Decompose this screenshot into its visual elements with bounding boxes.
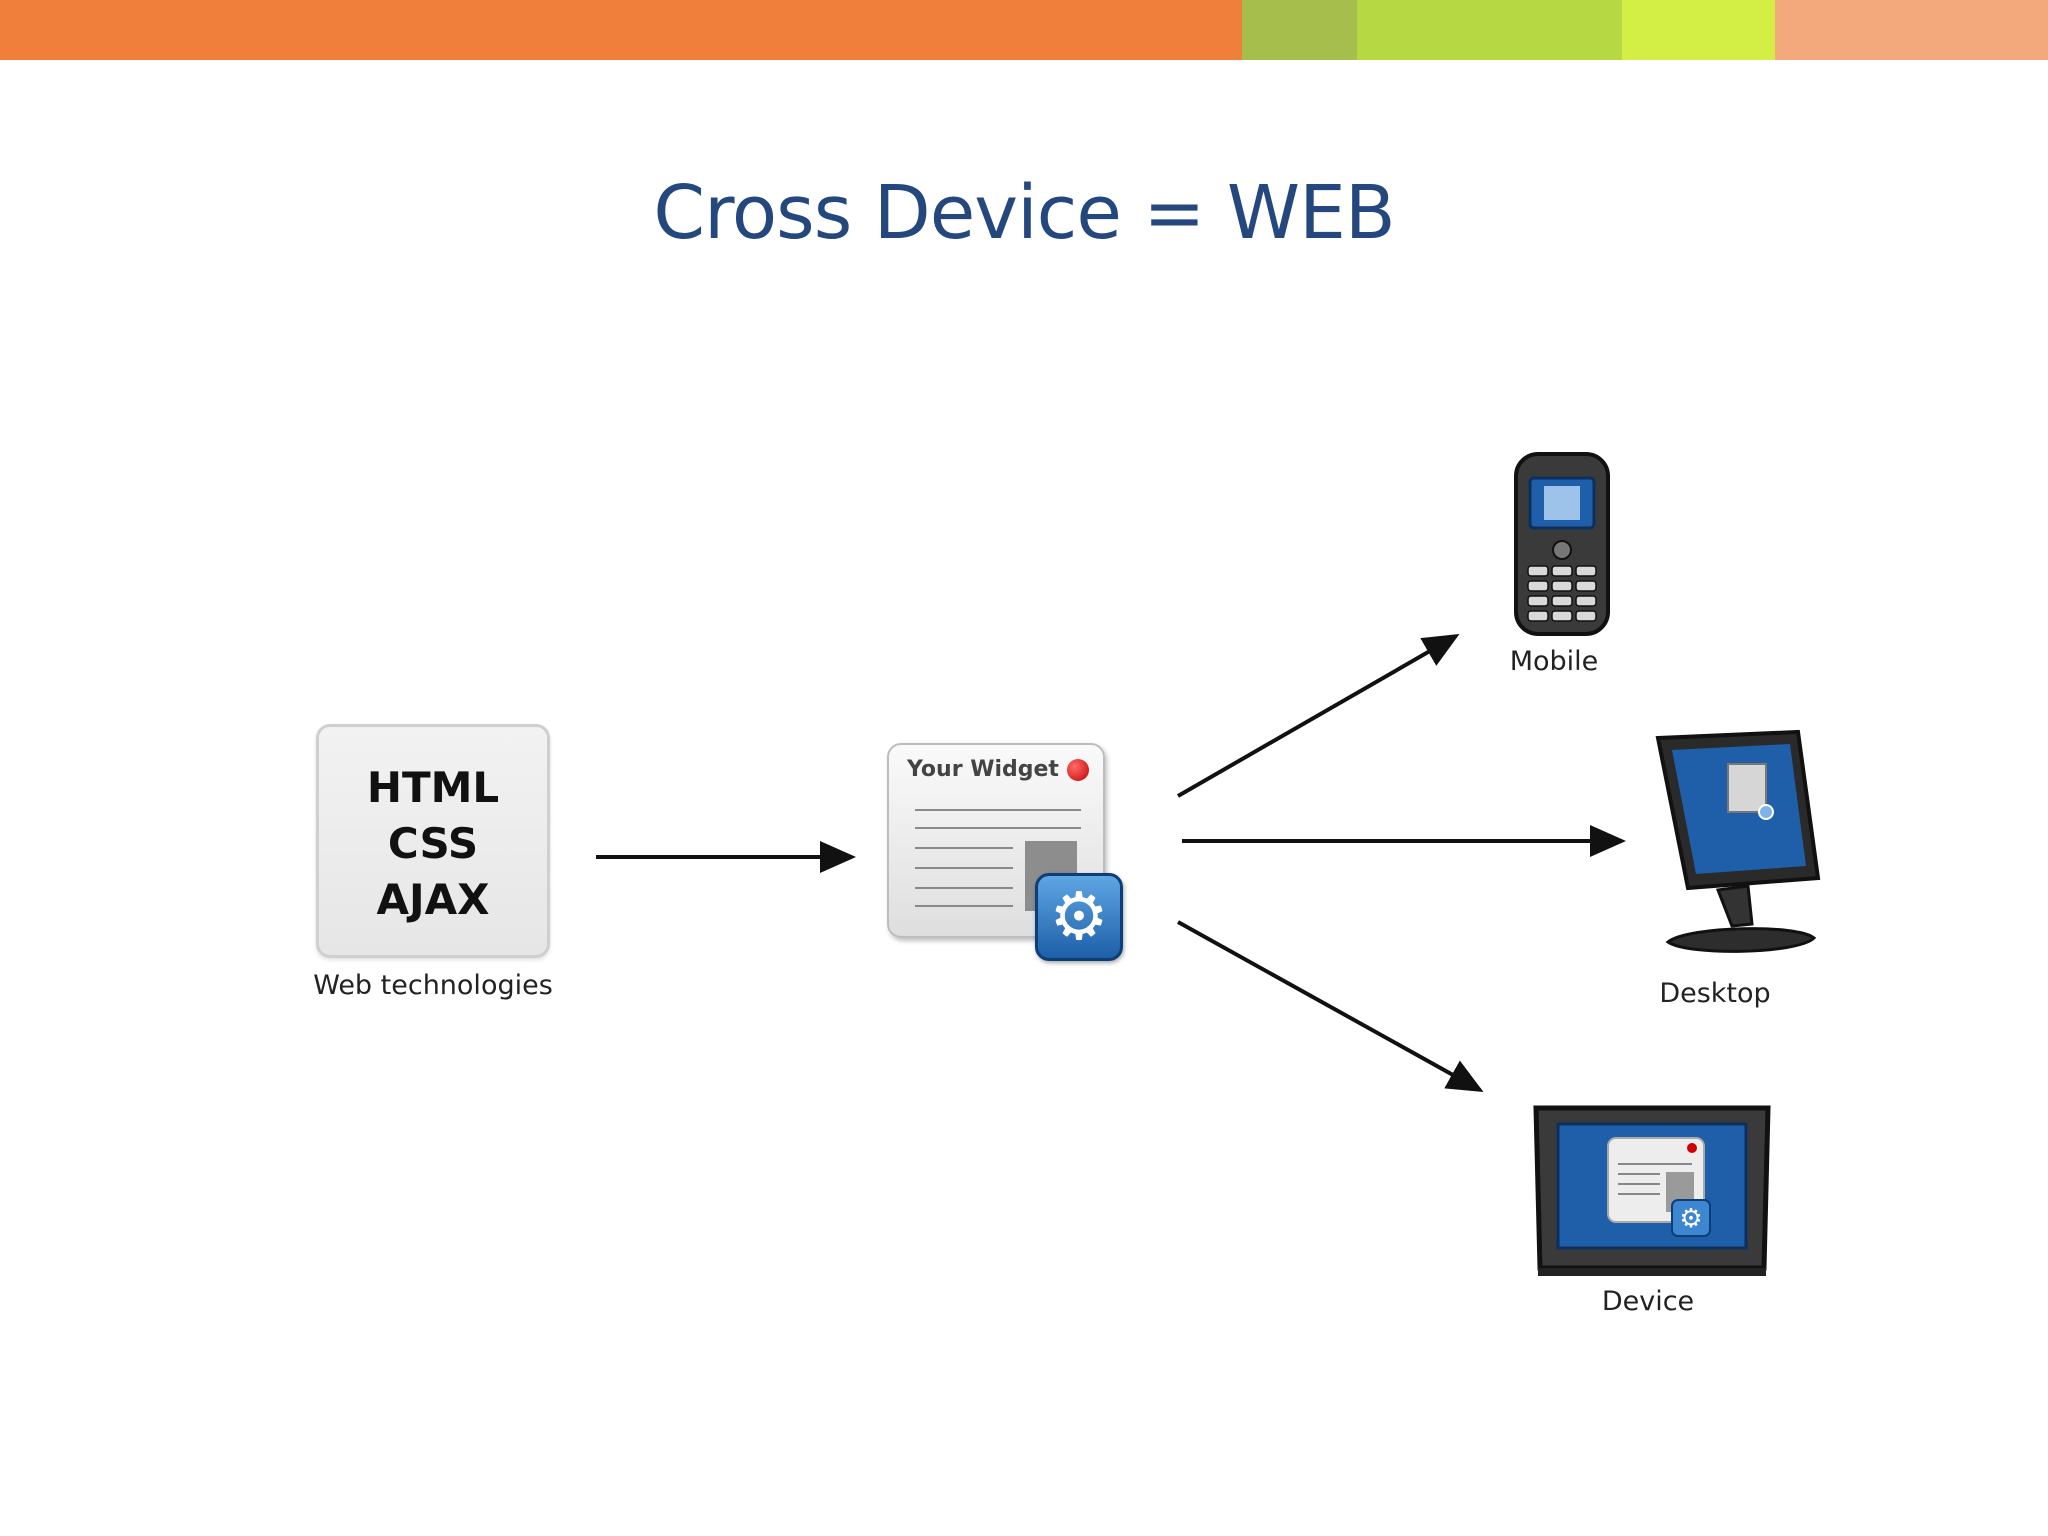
top-bar-segment-lime (1622, 0, 1775, 60)
widget-text-line (915, 905, 1013, 907)
tech-line-ajax: AJAX (376, 875, 490, 924)
top-color-bar (0, 0, 2048, 60)
widget-text-line (915, 867, 1013, 869)
top-bar-segment-orange (0, 0, 1242, 60)
mobile-phone-icon (1514, 452, 1610, 636)
top-bar-segment-green (1357, 0, 1622, 60)
widget-title: Your Widget (907, 757, 1059, 782)
web-technologies-box: HTML CSS AJAX (316, 724, 550, 958)
gear-glyph: ⚙ (1049, 878, 1109, 955)
widget-text-line (915, 827, 1081, 829)
tech-line-css: CSS (387, 819, 479, 868)
device-label: Device (1601, 1286, 1695, 1317)
arrow-widget-to-mobile (1177, 634, 1460, 798)
widget-text-line (915, 809, 1081, 811)
close-dot-icon (1067, 759, 1089, 781)
svg-text:⚙: ⚙ (1679, 1204, 1702, 1234)
tech-line-html: HTML (366, 763, 500, 812)
desktop-label: Desktop (1659, 978, 1771, 1009)
desktop-monitor-icon (1655, 729, 1821, 953)
widget-text-line (915, 847, 1013, 849)
top-bar-segment-peach (1775, 0, 2048, 60)
web-technologies-caption: Web technologies (313, 970, 553, 1001)
top-bar-segment-olive (1242, 0, 1357, 60)
mobile-label: Mobile (1509, 646, 1599, 677)
gear-icon: ⚙ (1035, 873, 1123, 961)
widget-text-line (915, 887, 1013, 889)
tv-device-icon: ⚙ (1533, 1105, 1771, 1276)
arrow-widget-to-device (1177, 920, 1484, 1092)
slide-title: Cross Device = WEB (653, 170, 1395, 256)
